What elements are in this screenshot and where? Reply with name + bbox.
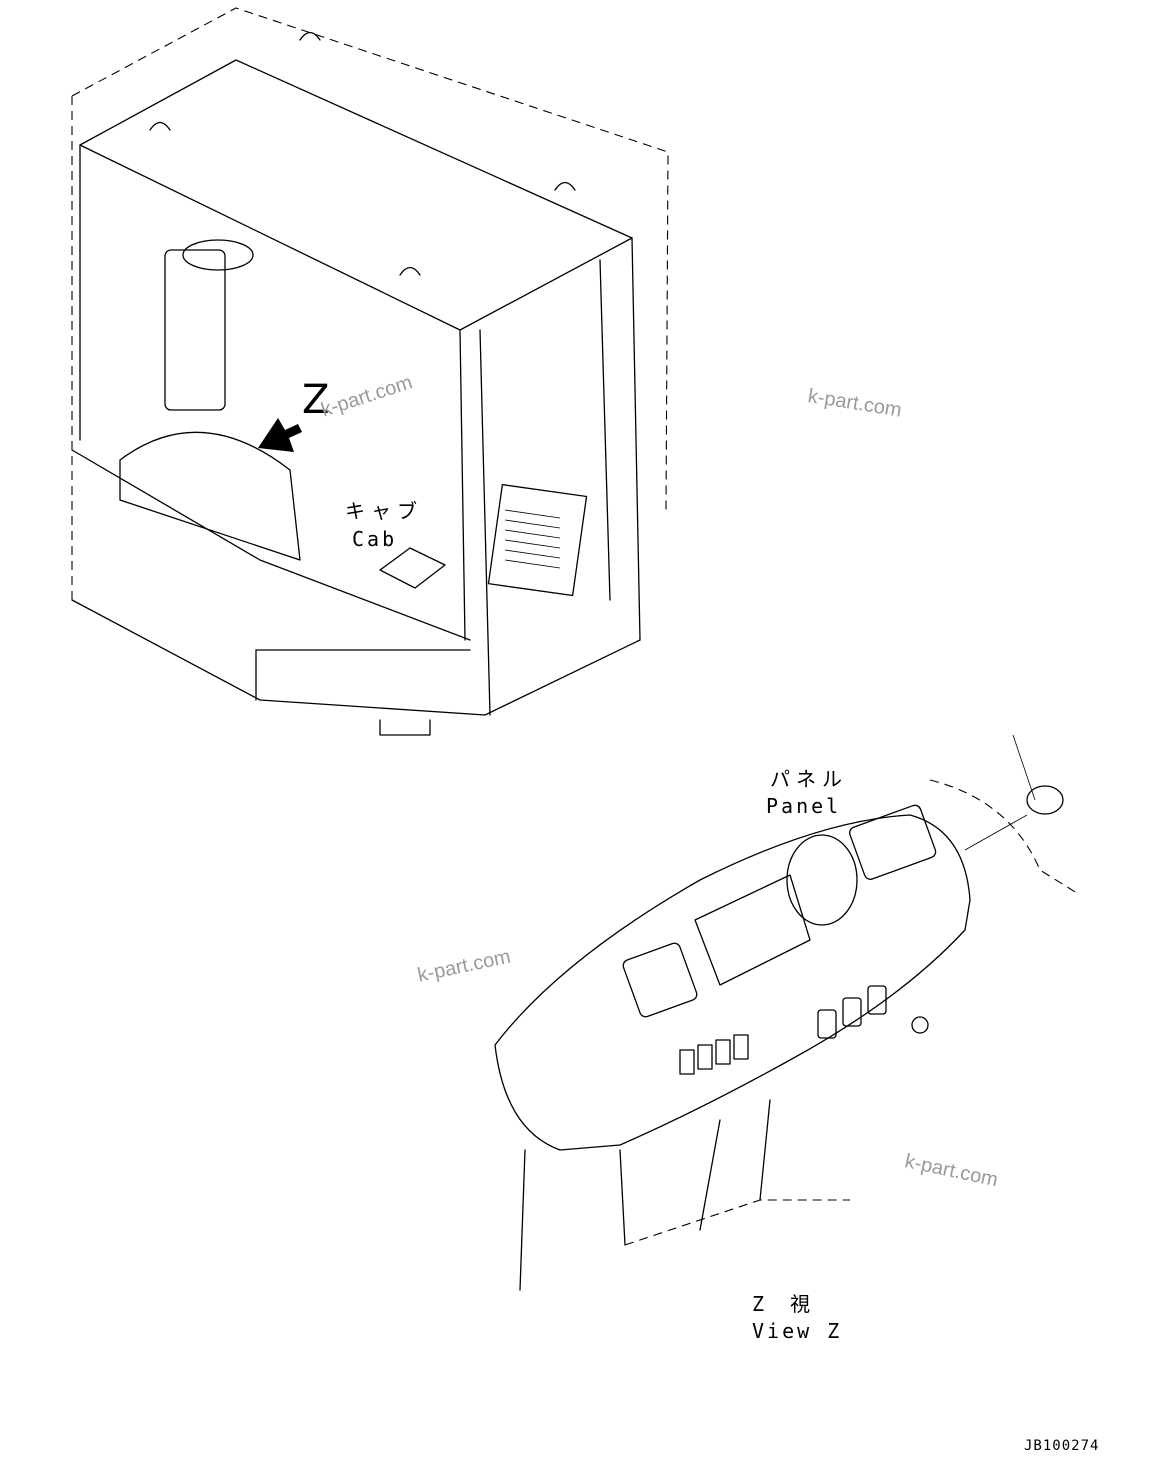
- document-id: JB100274: [1024, 1438, 1100, 1454]
- panel-label-en: Panel: [766, 794, 842, 818]
- panel-label-jp: パネル: [770, 767, 848, 791]
- cab-label-jp: キャブ: [345, 499, 423, 523]
- view-z-arrow: [258, 418, 302, 452]
- vent-grille: [504, 509, 561, 569]
- view-marker-z: Z: [302, 377, 330, 423]
- cab-label-en: Cab: [352, 527, 398, 551]
- view-label-jp: Z 視: [752, 1292, 814, 1316]
- view-label-en: View Z: [752, 1319, 843, 1343]
